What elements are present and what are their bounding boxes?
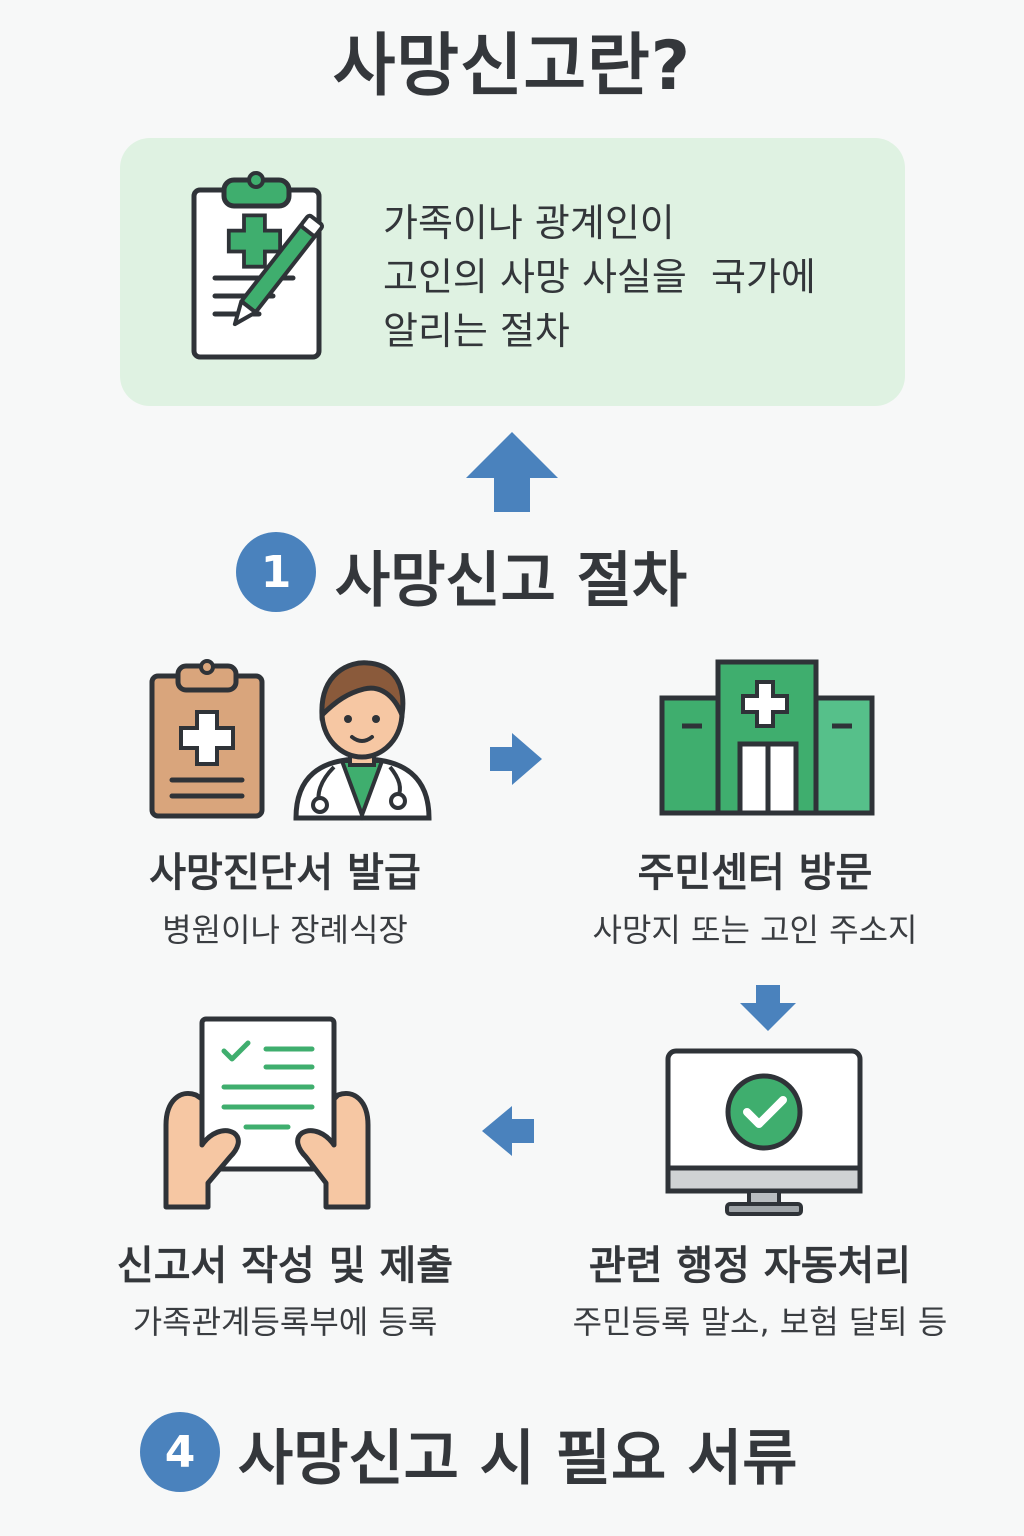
section-heading: 사망신고 절차 bbox=[335, 546, 688, 616]
arrow-down-icon bbox=[740, 985, 796, 1031]
step-subtitle: 주민등록 말소, 보험 달퇴 등 bbox=[572, 1303, 948, 1341]
definition-line: 알리는 절차 bbox=[383, 309, 570, 353]
section-number-badge: 1 bbox=[236, 532, 316, 612]
arrow-right-icon bbox=[490, 733, 542, 785]
arrow-up-icon bbox=[466, 432, 558, 512]
step-title: 사망진단서 발급 bbox=[149, 850, 421, 896]
form-in-hands-icon bbox=[163, 1016, 371, 1210]
definition-text: 가족이나 광계인이 고인의 사망 사실을 국가에 알리는 절차 bbox=[383, 196, 883, 358]
section-number-badge: 4 bbox=[140, 1412, 220, 1492]
doctor-icon bbox=[293, 660, 432, 821]
step-title: 주민센터 방문 bbox=[637, 850, 873, 896]
definition-line: 가족이나 광계인이 bbox=[383, 201, 675, 245]
step-title: 관련 행정 자동처리 bbox=[588, 1243, 912, 1289]
arrow-left-icon bbox=[482, 1106, 534, 1156]
clipboard-pencil-icon bbox=[191, 171, 325, 360]
medical-certificate-icon bbox=[149, 659, 265, 819]
step-subtitle: 사망지 또는 고인 주소지 bbox=[592, 911, 918, 949]
step-subtitle: 가족관계등록부에 등록 bbox=[132, 1303, 438, 1341]
step-title: 신고서 작성 및 제출 bbox=[116, 1243, 454, 1289]
community-center-building-icon bbox=[659, 659, 875, 816]
computer-monitor-check-icon bbox=[665, 1048, 863, 1216]
step-subtitle: 병원이나 장례식장 bbox=[162, 911, 408, 949]
section-heading: 사망신고 시 필요 서류 bbox=[238, 1424, 798, 1494]
definition-line: 고인의 사망 사실을 국가에 bbox=[383, 255, 816, 299]
page-title: 사망신고란? bbox=[332, 27, 692, 106]
